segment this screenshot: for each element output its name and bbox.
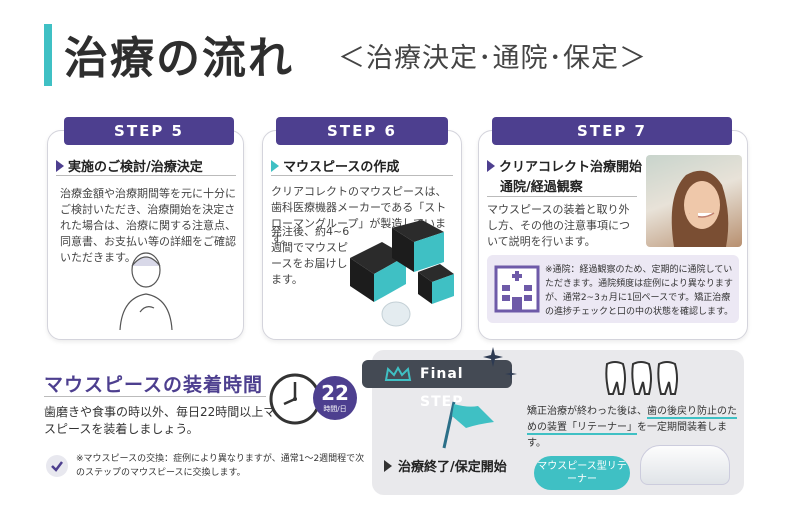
wear-time-note: ※マウスピースの交換：症例により異なりますが、通常1～2週間程で次のステップのマ… [76, 454, 365, 478]
triangle-arrow-icon [56, 160, 64, 172]
final-body-highlight: 歯の後戻り防止のための装置「リテーナー」 [527, 406, 737, 435]
step-5-heading-text: 実施のご検討/治療決定 [68, 160, 203, 175]
step-7-note: ※通院：経過観察のため、定期的に通院していただきます。通院頻度は症例により異なり… [545, 265, 734, 317]
retainer-illustration [640, 445, 730, 485]
step-5-divider [56, 175, 236, 176]
triangle-arrow-icon [271, 160, 279, 172]
hours-badge-label: 時間/日 [323, 405, 347, 413]
step-6-divider [271, 175, 453, 176]
step-7-heading-2: 通院/経過観察 [500, 180, 583, 195]
final-step-body: 矯正治療が終わった後は、歯の後戻り防止のための装置「リテーナー」を一定期間装着し… [527, 404, 737, 452]
sparkle-icon [505, 368, 517, 380]
final-body-intro: 矯正治療が終わった後は、 [527, 406, 647, 417]
teeth-icon [605, 361, 678, 395]
title-accent-bar [44, 24, 52, 86]
step-7-heading-text: クリアコレクト治療開始 [499, 160, 643, 175]
retainer-bubble: マウスピース型リテーナー [534, 456, 630, 490]
wear-time-title: マウスピースの装着時間 [44, 374, 264, 396]
check-badge [46, 455, 68, 477]
step-5-body: 治療金額や治療期間等を元に十分にご検討いただき、治療開始を決定された場合は、治療… [60, 187, 236, 264]
triangle-arrow-icon [384, 460, 392, 472]
person-thinking-illustration [119, 252, 173, 330]
final-body-outro: を一定期間装着します。 [527, 422, 727, 449]
checkmark-icon [51, 461, 63, 472]
final-step-tag: Final STEP [362, 360, 512, 410]
step-7-body: マウスピースの装着と取り外し方、その他の注意事項について説明を行います。 [487, 203, 630, 248]
hospital-icon [494, 265, 540, 313]
wear-time-body: 歯磨きや食事の時以外、毎日22時間以上マウスピースを装着しましょう。 [44, 405, 288, 436]
step-6-body-2: 発注後、約4~6週間でマウスピースをお届けします。 [271, 225, 350, 286]
sparkle-icon [483, 347, 503, 367]
step-7-divider [487, 196, 637, 197]
step-7-heading-1: クリアコレクト治療開始 [487, 156, 642, 175]
hours-badge-number: 22 [321, 381, 349, 405]
final-step-heading: 治療終了/保定開始 [384, 456, 507, 475]
step-6-tag: STEP 6 [276, 117, 448, 145]
crown-icon [384, 366, 412, 381]
step-6-heading-text: マウスピースの作成 [283, 160, 400, 175]
page-title: 治療の流れ [64, 33, 294, 84]
patient-photo [646, 155, 742, 247]
triangle-arrow-icon [487, 160, 495, 172]
aligner-boxes-illustration [350, 220, 454, 327]
final-step-heading-text: 治療終了/保定開始 [398, 460, 507, 475]
page-subtitle: ＜治療決定･通院･保定＞ [338, 43, 647, 74]
step-6-heading: マウスピースの作成 [271, 156, 399, 175]
step-7-tag: STEP 7 [492, 117, 732, 145]
step-5-tag: STEP 5 [64, 117, 234, 145]
step-5-heading: 実施のご検討/治療決定 [56, 156, 203, 175]
flag-icon [442, 401, 494, 449]
wear-time-divider [44, 396, 266, 397]
hours-badge: 22 時間/日 [313, 376, 357, 420]
